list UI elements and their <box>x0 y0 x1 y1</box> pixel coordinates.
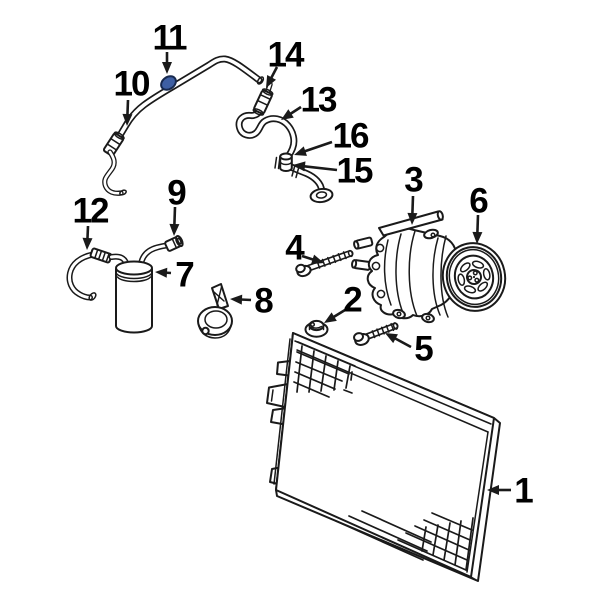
callout-arrow-line-16 <box>301 140 333 154</box>
callout-arrowhead-4 <box>311 254 324 265</box>
pulley-slots <box>457 260 491 294</box>
callout-arrowhead-13 <box>281 109 294 120</box>
compressor-bolt-long <box>295 249 354 278</box>
service-valve <box>279 152 293 172</box>
callout-label-15[interactable]: 15 <box>336 151 374 191</box>
callout-arrowhead-2 <box>324 312 337 323</box>
mount-nut <box>304 319 329 338</box>
callout-label-14[interactable]: 14 <box>267 35 305 75</box>
callout-label-16[interactable]: 16 <box>332 116 370 156</box>
callout-label-7[interactable]: 7 <box>175 255 195 295</box>
compressor-bolt-short <box>352 322 399 346</box>
condenser <box>266 332 501 582</box>
callout-arrow-layer <box>82 52 511 495</box>
callout-arrowhead-16 <box>294 146 307 156</box>
callout-label-8[interactable]: 8 <box>254 281 274 321</box>
callout-label-12[interactable]: 12 <box>72 191 110 231</box>
mount-bracket <box>197 283 233 339</box>
callout-arrowhead-11 <box>162 62 172 74</box>
condenser-mesh-bottomright <box>397 512 474 571</box>
callout-label-3[interactable]: 3 <box>404 160 424 200</box>
callout-arrowhead-10 <box>122 113 133 126</box>
callout-arrowhead-9 <box>169 223 180 236</box>
compressor-body <box>351 210 457 324</box>
callout-arrowhead-1 <box>487 485 499 495</box>
callout-arrowhead-6 <box>472 231 483 244</box>
callout-arrowhead-5 <box>385 333 398 344</box>
callout-label-9[interactable]: 9 <box>167 173 187 213</box>
callout-label-6[interactable]: 6 <box>469 181 489 221</box>
callout-label-10[interactable]: 10 <box>113 64 151 104</box>
callout-label-11[interactable]: 11 <box>152 18 188 58</box>
hose-fitting-muffler <box>252 81 274 116</box>
callout-arrowhead-8 <box>230 294 243 305</box>
callout-label-1[interactable]: 1 <box>514 471 534 511</box>
tube-clip-highlight <box>160 75 177 91</box>
clutch-pulley <box>441 242 507 312</box>
callout-label-2[interactable]: 2 <box>343 280 363 320</box>
callout-label-13[interactable]: 13 <box>300 80 338 120</box>
callout-arrowhead-3 <box>407 212 418 225</box>
callout-arrowhead-14 <box>266 75 276 88</box>
callout-label-4[interactable]: 4 <box>285 228 305 268</box>
suction-hose <box>66 247 113 301</box>
callout-label-5[interactable]: 5 <box>414 329 434 369</box>
valve-cap <box>279 152 293 166</box>
line-fitting <box>164 235 184 252</box>
callout-arrowhead-15 <box>293 161 306 172</box>
callout-arrowhead-7 <box>155 267 168 278</box>
callout-arrow-line-15 <box>300 164 338 172</box>
condenser-mesh-topleft <box>293 341 356 398</box>
callout-arrowhead-12 <box>82 237 93 250</box>
accumulator-drier <box>108 235 184 334</box>
